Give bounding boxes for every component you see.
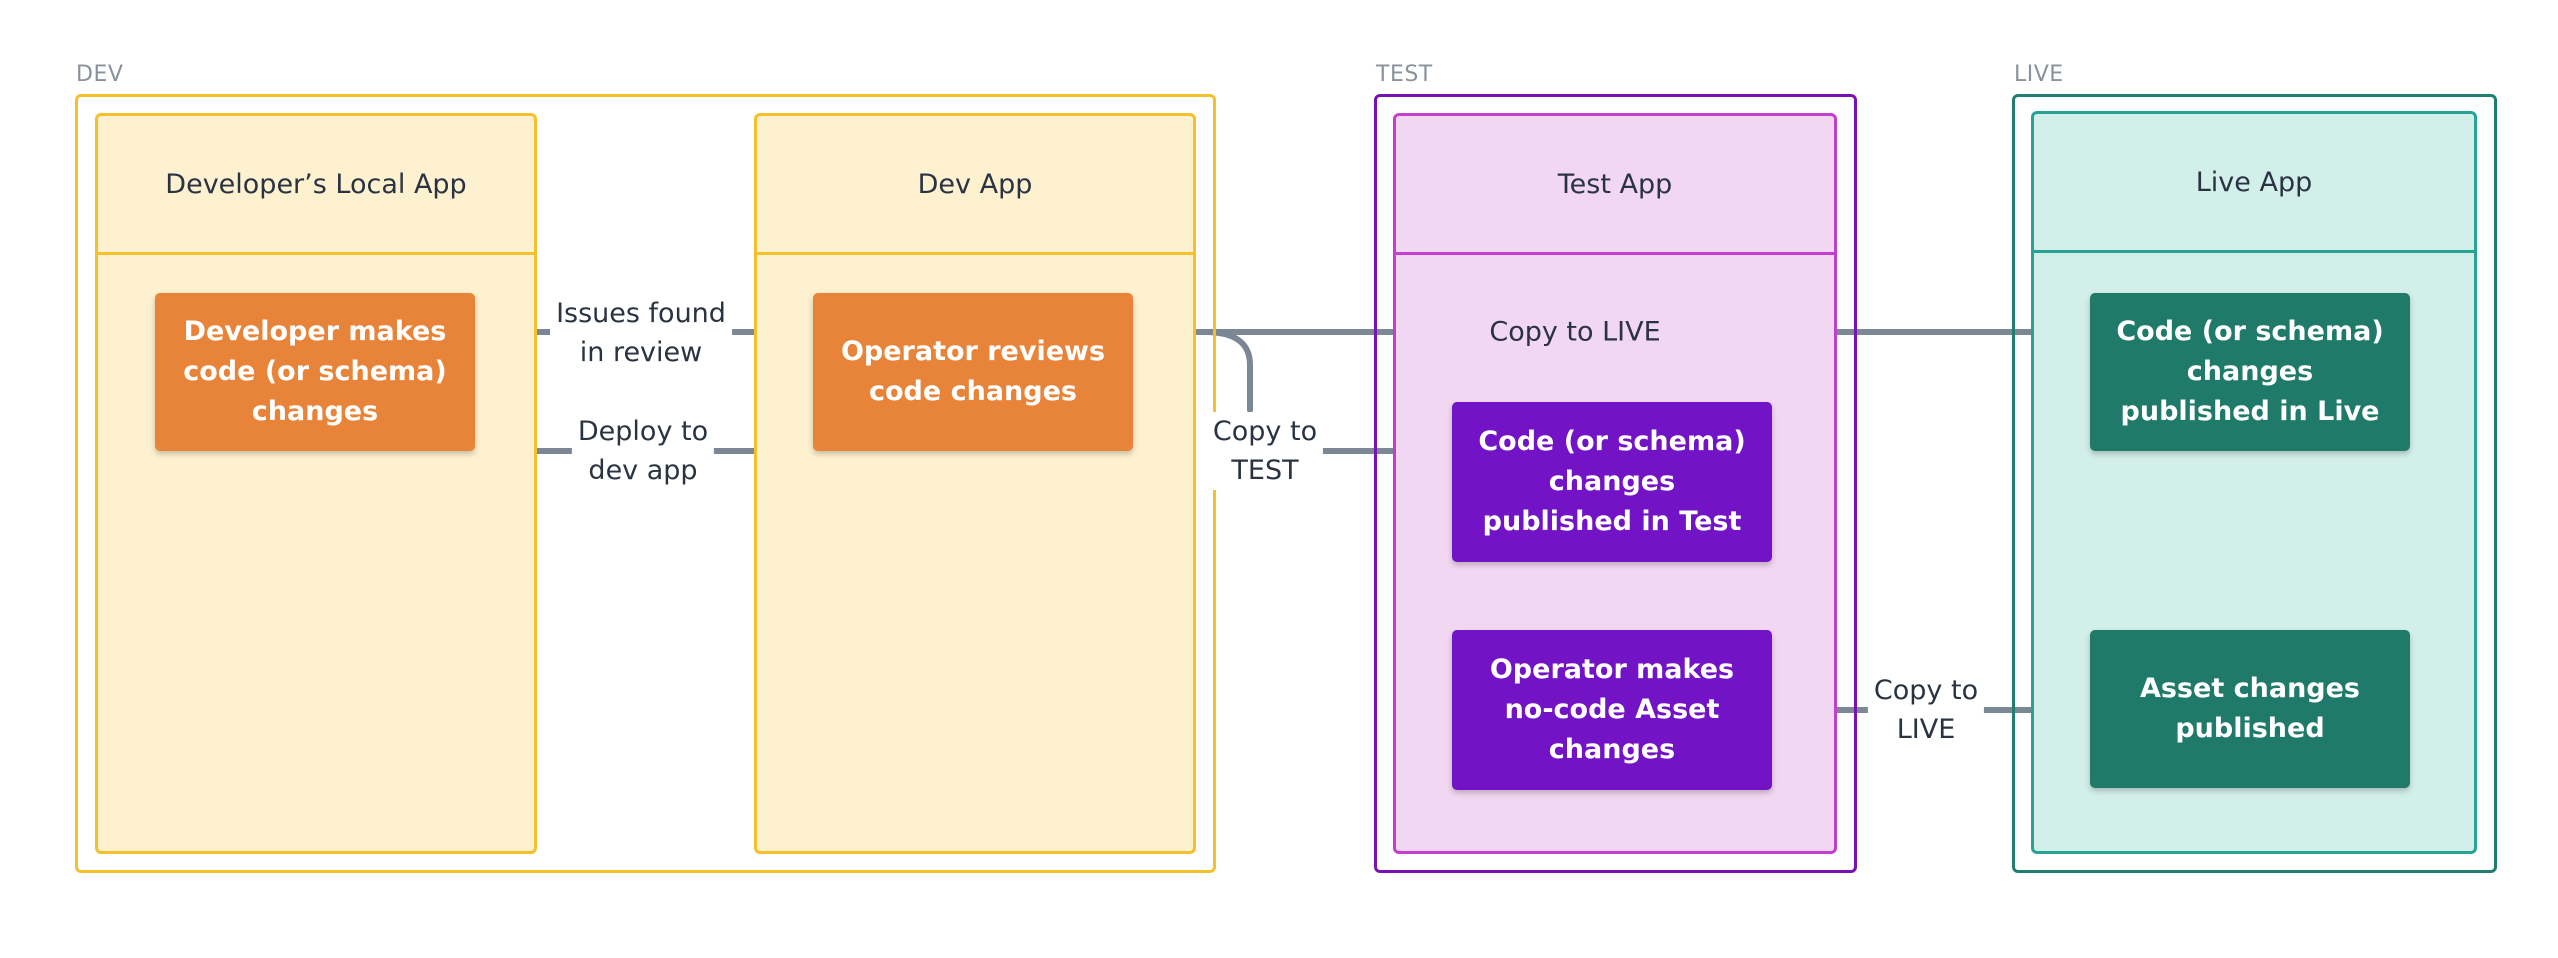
env-frame-test bbox=[1374, 94, 1857, 873]
edge-label-copy-to-live-top: Copy to LIVE bbox=[1483, 312, 1667, 352]
env-label-dev: DEV bbox=[76, 62, 124, 87]
column-header-live-app: Live App bbox=[2031, 111, 2477, 253]
env-label-live: LIVE bbox=[2014, 62, 2064, 87]
edge-label-issues-found: Issues found in review bbox=[550, 294, 732, 372]
card-operator-nocode-changes: Operator makes no-code Asset changes bbox=[1452, 630, 1772, 790]
edge-label-deploy-to-dev: Deploy to dev app bbox=[571, 412, 715, 490]
edge-label-copy-to-test: Copy to TEST bbox=[1206, 412, 1324, 490]
card-published-in-test: Code (or schema) changes published in Te… bbox=[1452, 402, 1772, 562]
card-developer-makes-changes: Developer makes code (or schema) changes bbox=[155, 293, 475, 451]
env-frame-live bbox=[2012, 94, 2497, 873]
edge-label-copy-to-live-bottom: Copy to LIVE bbox=[1867, 671, 1985, 749]
env-label-test: TEST bbox=[1376, 62, 1433, 87]
column-header-dev-app: Dev App bbox=[754, 113, 1196, 255]
card-asset-changes-published: Asset changes published bbox=[2090, 630, 2410, 788]
card-operator-reviews: Operator reviews code changes bbox=[813, 293, 1133, 451]
column-header-test-app: Test App bbox=[1393, 113, 1837, 255]
card-published-in-live: Code (or schema) changes published in Li… bbox=[2090, 293, 2410, 451]
column-header-local-app: Developer’s Local App bbox=[95, 113, 537, 255]
